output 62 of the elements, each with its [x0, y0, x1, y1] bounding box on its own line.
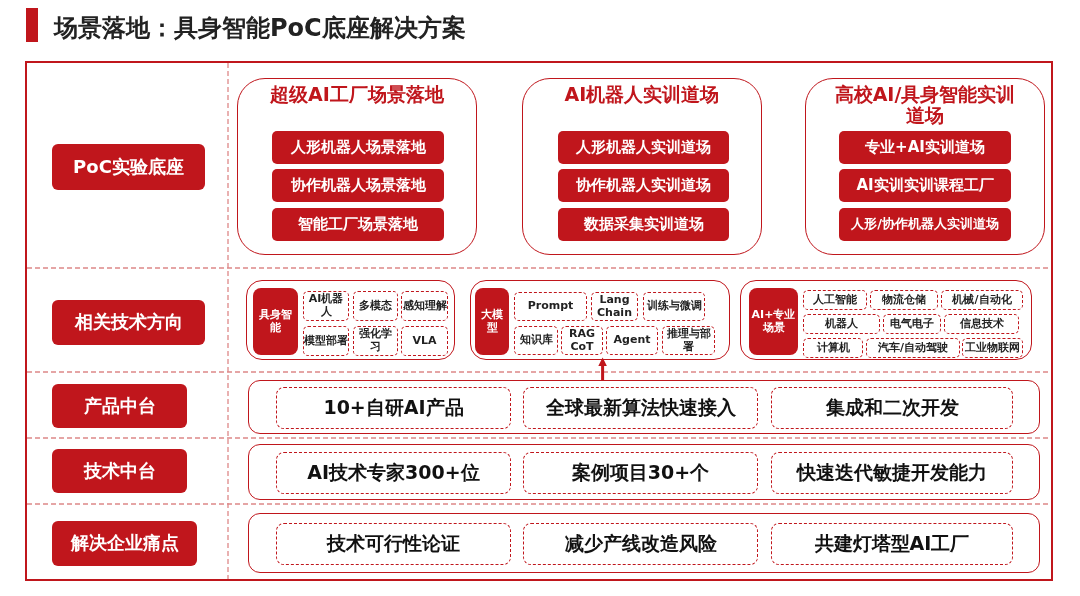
tech-keyword: 知识库	[514, 326, 558, 355]
tech-keyword: VLA	[401, 326, 448, 356]
tech-group-panel	[740, 280, 1032, 360]
tech-keyword: 强化学习	[353, 326, 398, 356]
category-label: 解决企业痛点	[52, 521, 197, 566]
scenario-item: 人形/协作机器人实训道场	[839, 208, 1011, 241]
scenario-item: 人形机器人场景落地	[272, 131, 444, 164]
tech-keyword: 推理与部署	[662, 326, 715, 355]
tech-keyword: 信息技术	[944, 314, 1019, 334]
group-tag: AI+专业场景	[749, 288, 798, 355]
tech-keyword: Prompt	[514, 292, 587, 321]
scenario-item: 智能工厂场景落地	[272, 208, 444, 241]
scenario-item: 数据采集实训道场	[558, 208, 729, 241]
tech-keyword: 机器人	[803, 314, 880, 334]
capability-item: 集成和二次开发	[771, 387, 1013, 429]
tech-group-panel	[470, 280, 730, 360]
capability-panel	[248, 444, 1040, 500]
tech-keyword: 物流仓储	[870, 290, 938, 310]
scenario-item: AI实训实训课程工厂	[839, 169, 1011, 202]
category-label: 产品中台	[52, 384, 187, 428]
tech-keyword: Lang Chain	[591, 292, 638, 321]
tech-keyword: 感知理解	[401, 291, 448, 321]
scenario-item: 专业+AI实训道场	[839, 131, 1011, 164]
capability-item: 技术可行性论证	[276, 523, 511, 565]
category-label: 相关技术方向	[52, 300, 205, 345]
tech-keyword: AI机器人	[303, 291, 349, 321]
capability-item: 快速迭代敏捷开发能力	[771, 452, 1013, 494]
panel-title: 高校AI/具身智能实训道场	[833, 84, 1017, 126]
capability-panel	[248, 380, 1040, 434]
tech-keyword: Agent	[606, 326, 658, 355]
scenario-item: 协作机器人场景落地	[272, 169, 444, 202]
tech-keyword: 机械/自动化	[941, 290, 1023, 310]
arrow	[598, 357, 608, 380]
tech-keyword: 工业物联网	[962, 338, 1023, 358]
capability-item: AI技术专家300+位	[276, 452, 511, 494]
capability-item: 案例项目30+个	[523, 452, 758, 494]
tech-keyword: 多模态	[353, 291, 398, 321]
tech-keyword: RAG CoT	[561, 326, 603, 355]
capability-item: 10+自研AI产品	[276, 387, 511, 429]
tech-keyword: 汽车/自动驾驶	[866, 338, 960, 358]
tech-keyword: 模型部署	[303, 326, 349, 356]
tech-group-panel	[246, 280, 455, 360]
scenario-panel	[237, 78, 477, 255]
category-label: PoC实验底座	[52, 144, 205, 190]
capability-item: 共建灯塔型AI工厂	[771, 523, 1013, 565]
scenario-item: 人形机器人实训道场	[558, 131, 729, 164]
scenario-panel	[522, 78, 762, 255]
capability-panel	[248, 513, 1040, 573]
page-title: 场景落地：具身智能PoC底座解决方案	[54, 13, 466, 44]
group-tag: 具身智能	[253, 288, 298, 355]
category-label: 技术中台	[52, 449, 187, 493]
panel-title: AI机器人实训道场	[563, 84, 721, 105]
tech-keyword: 人工智能	[803, 290, 867, 310]
tech-keyword: 电气电子	[883, 314, 941, 334]
capability-item: 减少产线改造风险	[523, 523, 758, 565]
group-tag: 大模型	[475, 288, 509, 355]
tech-keyword: 训练与微调	[643, 292, 705, 321]
capability-item: 全球最新算法快速接入	[523, 387, 758, 429]
scenario-panel	[805, 78, 1045, 255]
panel-title: 超级AI工厂场景落地	[269, 84, 445, 105]
scenario-item: 协作机器人实训道场	[558, 169, 729, 202]
tech-keyword: 计算机	[803, 338, 863, 358]
